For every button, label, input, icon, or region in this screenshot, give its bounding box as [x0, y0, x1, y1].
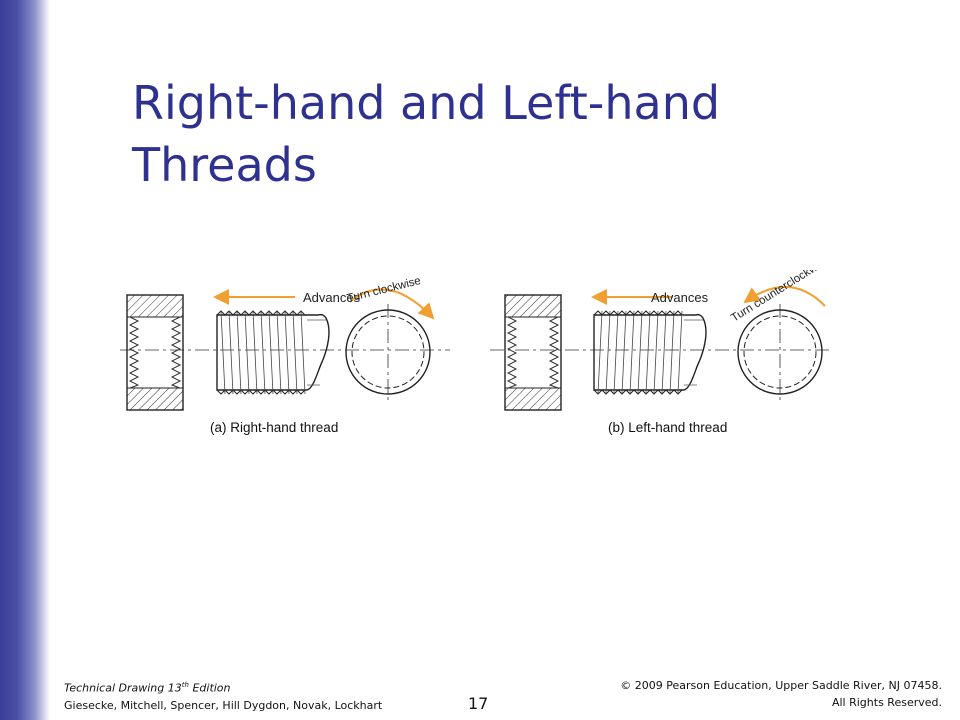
- slide-title-line-1: Right-hand and Left-hand: [132, 76, 721, 130]
- footer-book-info: Technical Drawing 13th Edition Giesecke,…: [64, 677, 382, 714]
- caption-a: (a) Right-hand thread: [210, 420, 338, 435]
- end-view-b: [737, 304, 823, 400]
- footer-copyright: © 2009 Pearson Education, Upper Saddle R…: [620, 677, 942, 711]
- book-authors: Giesecke, Mitchell, Spencer, Hill Dygdon…: [64, 698, 383, 712]
- page-number: 17: [468, 694, 489, 713]
- slide-title: Right-hand and Left-hand Threads: [132, 72, 872, 196]
- advances-label-b: Advances: [651, 290, 709, 305]
- panel-b-left-hand: Advances Turn counterclockwise (b) Left-…: [490, 270, 832, 435]
- book-title: Technical Drawing 13th Edition: [64, 681, 231, 695]
- panel-a-right-hand: Advances Turn clockwise (a) Right-hand t…: [120, 275, 450, 435]
- advances-label-a: Advances: [303, 290, 361, 305]
- copyright-line-2: All Rights Reserved.: [831, 696, 942, 709]
- turn-arrow-b: [743, 286, 826, 307]
- bolt-a: [216, 310, 330, 395]
- thread-figure: Advances Turn clockwise (a) Right-hand t…: [100, 270, 860, 450]
- left-accent-bar: [0, 0, 50, 720]
- turn-label-b: Turn counterclockwise: [729, 270, 832, 325]
- end-view-a: [345, 304, 431, 400]
- slide-title-line-2: Threads: [132, 138, 317, 192]
- turn-label-a: Turn clockwise: [346, 275, 422, 305]
- nut-section-b: [504, 294, 562, 411]
- nut-section-a: [126, 294, 184, 411]
- caption-b: (b) Left-hand thread: [608, 420, 727, 435]
- turn-arrow-a: [351, 288, 435, 320]
- bolt-b: [593, 310, 707, 395]
- copyright-line-1: © 2009 Pearson Education, Upper Saddle R…: [620, 679, 942, 692]
